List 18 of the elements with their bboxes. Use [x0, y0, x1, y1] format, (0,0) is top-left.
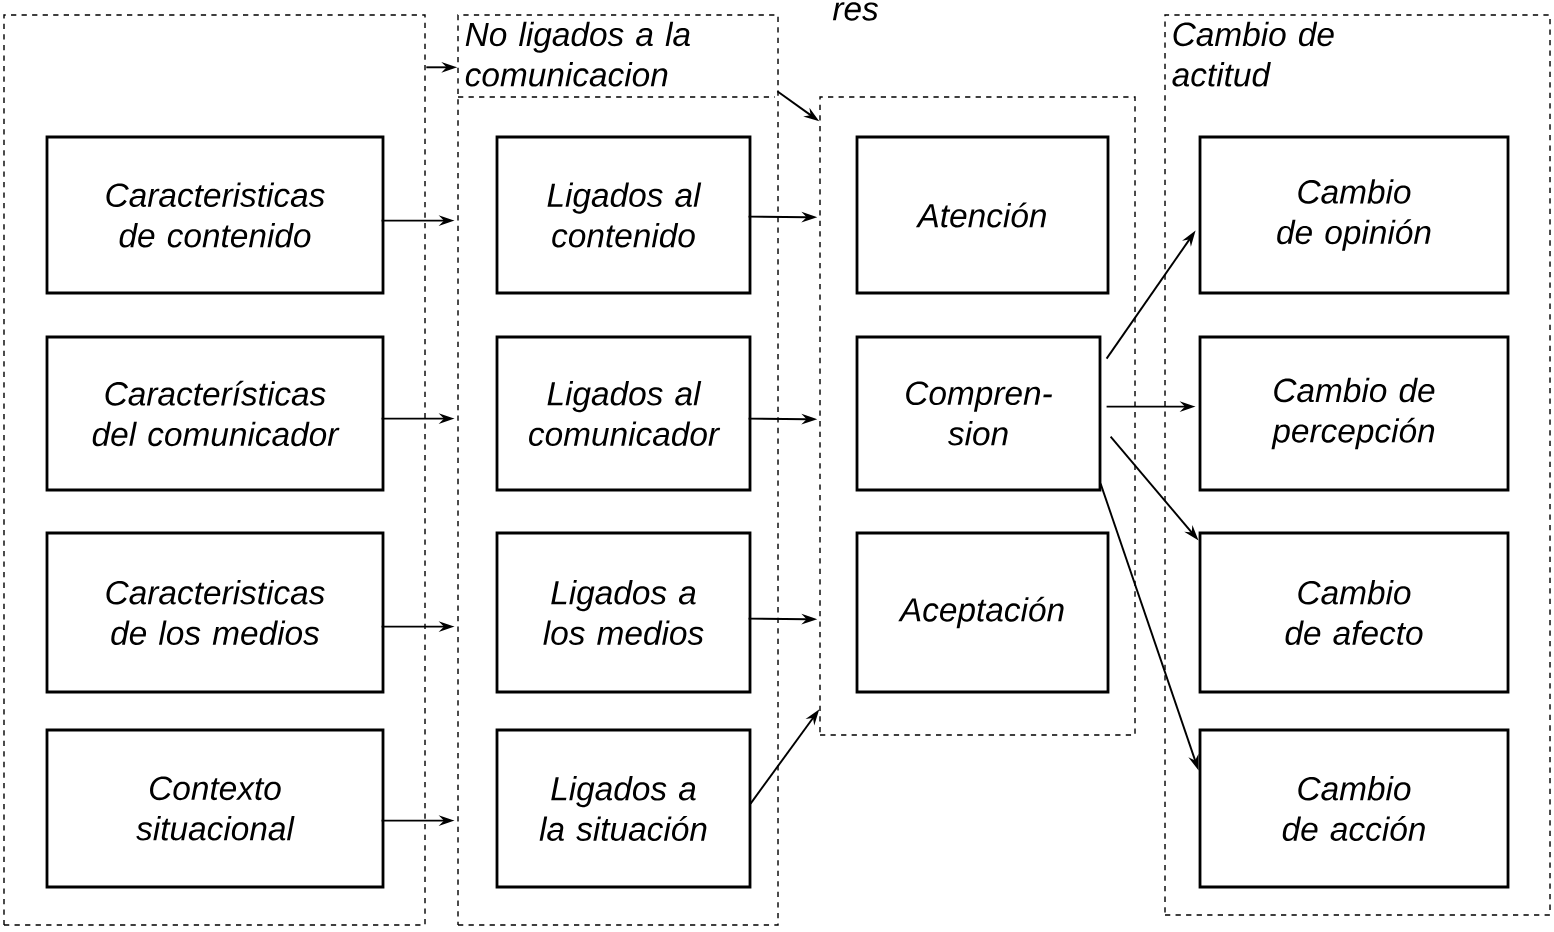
process-box: Atención: [855, 135, 1110, 295]
process-box: Ligados a los medios: [495, 531, 752, 694]
process-box: Cambio de afecto: [1198, 531, 1510, 694]
process-box: Compren- sion: [855, 335, 1102, 492]
group-frame: [3, 14, 426, 926]
process-box: Ligados al comunicador: [495, 335, 752, 492]
process-box: Cambio de opinión: [1198, 135, 1510, 295]
note-text: res: [832, 2, 879, 21]
group-frame: [819, 96, 1136, 736]
process-box: Cambio de percepción: [1198, 335, 1510, 492]
process-box: Aceptación: [855, 531, 1110, 694]
process-box: Caracteristicas de contenido: [45, 135, 385, 295]
process-box: Ligados a la situación: [495, 728, 752, 889]
process-box: Contexto situacional: [45, 728, 385, 889]
process-box: Ligados al contenido: [495, 135, 752, 295]
process-box: Caracteristicas de los medios: [45, 531, 385, 694]
process-box: Cambio de acción: [1198, 728, 1510, 889]
process-box: Características del comunicador: [45, 335, 385, 492]
